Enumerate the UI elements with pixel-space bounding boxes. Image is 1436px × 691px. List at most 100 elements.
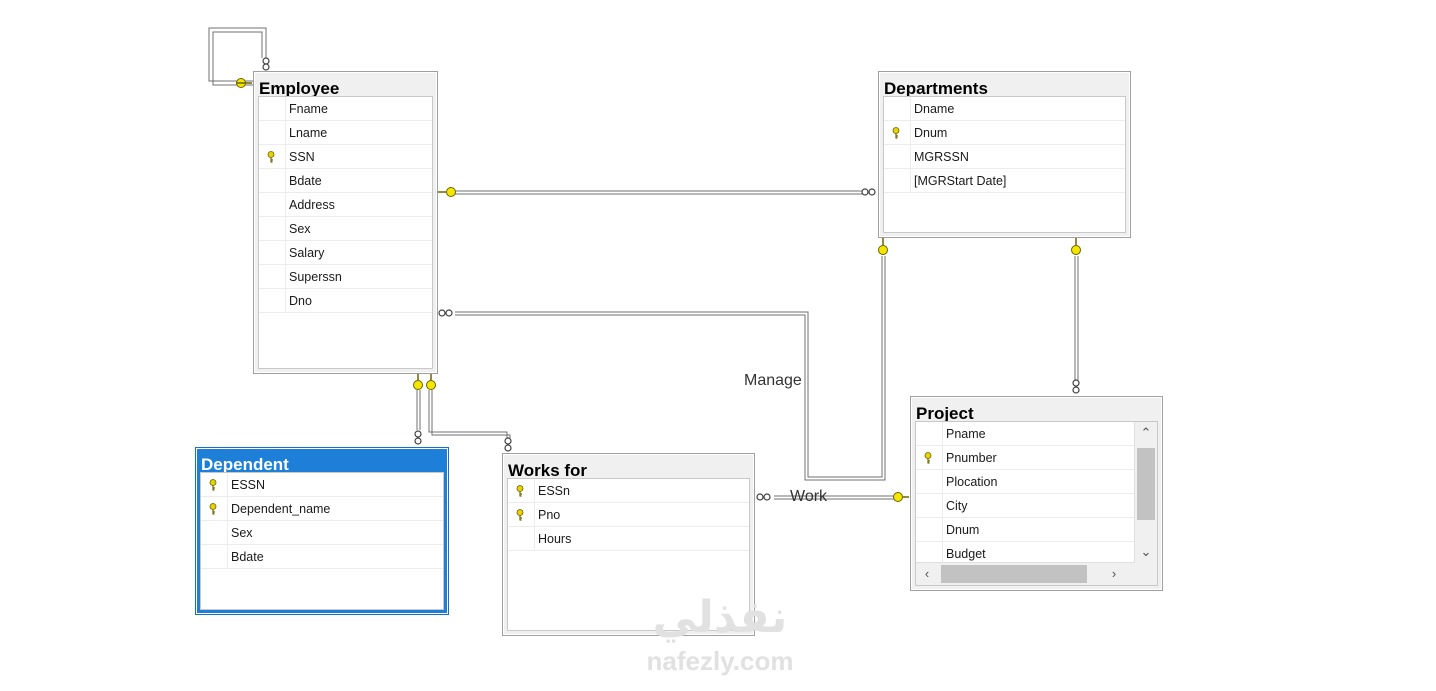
rel-employee-worksfor — [428, 390, 508, 438]
column-row[interactable]: Dependent_name — [201, 497, 443, 521]
column-name: Address — [289, 198, 335, 212]
scroll-down-button[interactable]: ⌄ — [1140, 544, 1152, 559]
row-selector — [884, 97, 911, 120]
row-selector — [259, 289, 286, 312]
column-row[interactable]: Superssn — [259, 265, 432, 289]
column-row[interactable]: Address — [259, 193, 432, 217]
key-end-self — [236, 78, 246, 88]
primary-key-icon — [924, 452, 932, 464]
row-selector — [259, 121, 286, 144]
row-selector — [201, 497, 228, 520]
column-name: ESSN — [231, 478, 266, 492]
scroll-left-button[interactable]: ‹ — [924, 566, 930, 581]
row-selector — [916, 494, 943, 517]
column-name: Dnum — [914, 126, 948, 140]
row-selector — [201, 545, 228, 568]
horizontal-scroll-thumb[interactable] — [941, 565, 1087, 583]
scroll-up-button[interactable]: ⌃ — [1140, 425, 1152, 440]
row-selector — [259, 193, 286, 216]
column-row[interactable]: Dname — [884, 97, 1125, 121]
primary-key-icon — [209, 503, 217, 515]
vertical-scrollbar[interactable]: ⌃ ⌄ — [1134, 422, 1157, 563]
column-row[interactable]: Sex — [201, 521, 443, 545]
row-selector — [916, 422, 943, 445]
column-row[interactable]: Hours — [508, 527, 749, 551]
column-name: Sex — [231, 526, 253, 540]
column-row[interactable]: Dnum — [916, 518, 1135, 542]
row-selector — [259, 241, 286, 264]
column-name: Superssn — [289, 270, 342, 284]
column-row[interactable]: Dno — [259, 289, 432, 313]
column-row[interactable]: ESSN — [201, 473, 443, 497]
column-row[interactable]: Dnum — [884, 121, 1125, 145]
primary-key-icon — [892, 127, 900, 139]
column-name: Budget — [946, 547, 986, 561]
horizontal-scrollbar[interactable]: ‹ › — [916, 562, 1135, 585]
key-end-dept-manage — [878, 245, 888, 255]
column-name: [MGRStart Date] — [914, 174, 1007, 188]
relationship-label-manage: Manage — [744, 372, 802, 389]
row-selector — [508, 503, 535, 526]
primary-key-icon — [267, 151, 275, 163]
key-end-emp-worksfor — [426, 380, 436, 390]
row-selector — [508, 527, 535, 550]
table-title: Project — [916, 404, 974, 421]
column-name: Bdate — [231, 550, 264, 564]
table-title: Works for — [508, 461, 588, 478]
scrollbar-corner — [1135, 563, 1157, 585]
row-selector — [884, 169, 911, 192]
primary-key-icon — [209, 479, 217, 491]
column-row[interactable]: Fname — [259, 97, 432, 121]
row-selector — [259, 169, 286, 192]
rel-manage — [455, 256, 883, 478]
column-row[interactable]: SSN — [259, 145, 432, 169]
column-row[interactable]: ESSn — [508, 479, 749, 503]
column-row[interactable]: Pname — [916, 422, 1135, 446]
column-name: Salary — [289, 246, 325, 260]
column-name: City — [946, 499, 968, 513]
row-selector — [259, 217, 286, 240]
column-name: Pno — [538, 508, 561, 522]
column-name: ESSn — [538, 484, 570, 498]
column-row[interactable]: Pno — [508, 503, 749, 527]
primary-key-icon — [516, 509, 524, 521]
column-row[interactable]: Bdate — [259, 169, 432, 193]
row-selector — [916, 446, 943, 469]
row-selector — [916, 470, 943, 493]
column-row[interactable]: MGRSSN — [884, 145, 1125, 169]
column-row[interactable]: Pnumber — [916, 446, 1135, 470]
column-name: Bdate — [289, 174, 322, 188]
column-row[interactable]: Lname — [259, 121, 432, 145]
column-row[interactable]: City — [916, 494, 1135, 518]
row-selector — [201, 473, 228, 496]
column-row[interactable]: Bdate — [201, 545, 443, 569]
scroll-right-button[interactable]: › — [1111, 566, 1117, 581]
column-row[interactable]: Plocation — [916, 470, 1135, 494]
column-row[interactable]: [MGRStart Date] — [884, 169, 1125, 193]
column-name: Dnum — [946, 523, 980, 537]
column-row[interactable]: Salary — [259, 241, 432, 265]
column-name: SSN — [289, 150, 315, 164]
row-selector — [884, 121, 911, 144]
column-row[interactable]: Sex — [259, 217, 432, 241]
row-selector — [259, 265, 286, 288]
vertical-scroll-thumb[interactable] — [1137, 448, 1155, 520]
key-end-dept-project — [1071, 245, 1081, 255]
row-selector — [259, 97, 286, 120]
column-name: MGRSSN — [914, 150, 969, 164]
column-name: Hours — [538, 532, 572, 546]
column-name: Dname — [914, 102, 955, 116]
row-selector — [508, 479, 535, 502]
row-selector — [916, 518, 943, 541]
